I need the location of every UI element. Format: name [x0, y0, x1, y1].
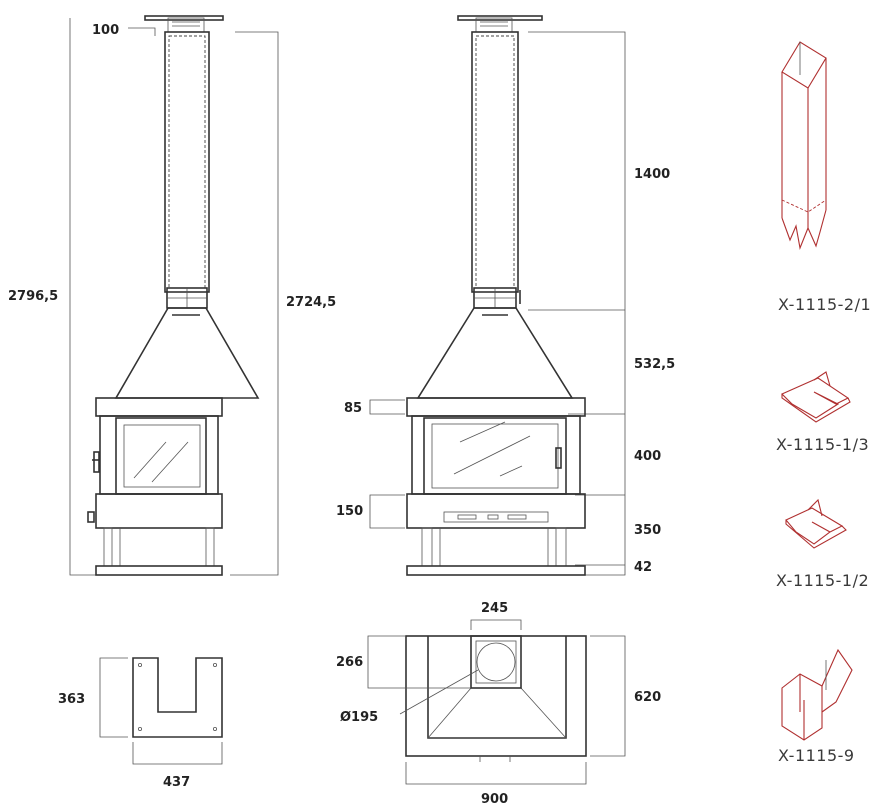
diameter-leader [399, 669, 479, 715]
dim-plinth: 42 [634, 560, 652, 575]
dim-width: 900 [481, 792, 508, 807]
dim-flue-length: 1400 [634, 167, 670, 182]
dim-flue-offset: 266 [336, 655, 363, 670]
accessory-code-1: X-1115-2/1 [778, 295, 871, 314]
front-view: 100 2796,5 2724,5 [8, 15, 336, 576]
accessory-code-4: X-1115-9 [778, 746, 855, 765]
dim-lintel: 85 [344, 401, 362, 416]
side-base-band [406, 493, 586, 529]
hood [114, 307, 260, 399]
dim-base-band: 150 [336, 504, 363, 519]
dim-hood-height: 532,5 [634, 357, 675, 372]
side-glass [431, 423, 559, 489]
wall-bracket-long-icon [781, 371, 851, 423]
dim-flue-diameter: Ø195 [340, 710, 378, 725]
plinth [95, 565, 223, 576]
accessory-code-3: X-1115-1/2 [776, 571, 869, 590]
side-view: 1400 532,5 85 400 150 350 42 [336, 15, 675, 576]
chimney-cap [144, 15, 224, 21]
accessories: X-1115-2/1 X-1115-1/3 X-1115-1/2 X-1115-… [776, 41, 871, 765]
width-bracket [405, 762, 587, 785]
flue-offset-bracket [367, 635, 471, 689]
dim-total-height: 2796,5 [8, 289, 58, 304]
flue-width-bracket [470, 619, 522, 630]
lintel [95, 397, 223, 417]
top-view: 245 266 Ø195 620 900 [336, 601, 661, 807]
dim-firebox-base: 350 [634, 523, 661, 538]
dim-depth: 620 [634, 690, 661, 705]
glass-door [123, 424, 201, 488]
dim-height-to-flue: 2724,5 [286, 295, 336, 310]
base-band-bracket [369, 494, 405, 529]
dim-flue-top: 100 [92, 23, 119, 38]
total-height-line [69, 18, 210, 576]
side-lintel [406, 397, 586, 417]
base-plate-view: 363 437 [58, 657, 223, 790]
door-handle [93, 451, 100, 473]
flue-circle [476, 642, 516, 682]
flue-pipe [164, 31, 210, 293]
dim-flue-width: 245 [481, 601, 508, 616]
dim-plate-depth: 363 [58, 692, 85, 707]
plate-depth-bracket [99, 657, 128, 738]
side-plinth [406, 565, 586, 576]
side-flue-pipe [471, 31, 519, 293]
accessory-code-2: X-1115-1/3 [776, 435, 869, 454]
plate-width-bracket [132, 742, 223, 765]
roof-flashing-icon [781, 648, 853, 741]
hood-plan [427, 636, 567, 739]
wall-bracket-short-icon [785, 498, 847, 549]
flue-top-leader [128, 27, 156, 36]
side-hood [416, 307, 574, 399]
square-flue-extension-icon [781, 41, 827, 250]
height-to-flue-line [230, 31, 279, 576]
base-band [95, 493, 223, 529]
side-dimension-line [528, 31, 626, 576]
depth-bracket [590, 635, 626, 757]
air-vent [443, 511, 549, 523]
side-firebox [411, 415, 581, 495]
dim-window: 400 [634, 449, 661, 464]
flue-plan [470, 635, 522, 689]
dim-plate-width: 437 [163, 775, 190, 790]
lintel-bracket [369, 399, 405, 415]
base-plate [132, 657, 223, 738]
